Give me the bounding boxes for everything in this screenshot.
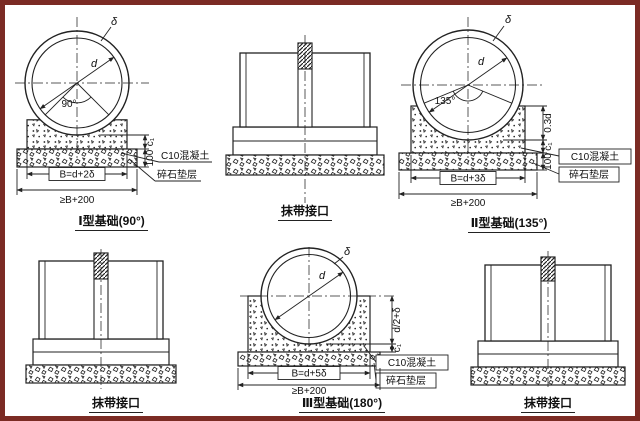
delta-leader xyxy=(100,26,112,42)
right-dimensions: d/2+δ c₁ xyxy=(326,295,403,353)
material-labels: C10混凝土 碎石垫层 xyxy=(363,345,449,389)
concrete-label: C10混凝土 xyxy=(388,356,436,369)
gravel-label: 碎石垫层 xyxy=(569,168,609,181)
bottom-dimensions: B=d+5δ ≥B+200 xyxy=(237,354,381,395)
caption-type1: Ⅰ型基础(90°) xyxy=(9,212,214,231)
caption-joint-top: 抹带接口 xyxy=(219,202,391,221)
caption-type1-text: Ⅰ型基础(90°) xyxy=(75,212,148,231)
concrete-label: C10混凝土 xyxy=(571,150,619,163)
wall-thickness-label: δ xyxy=(344,246,351,258)
wall-thickness-label: δ xyxy=(505,14,512,26)
dim-half-d-label: d/2+δ xyxy=(392,307,403,333)
wall-thickness-label: δ xyxy=(111,16,118,28)
panel-joint-top: 抹带接口 xyxy=(219,7,391,239)
joint-band xyxy=(93,252,109,340)
right-dimensions: 0.3d c₁ 100 xyxy=(503,105,554,171)
joint-left-drawing xyxy=(25,249,177,389)
bedding-angle-label: 135° xyxy=(435,96,456,107)
dim-total-label: ≥B+200 xyxy=(451,198,486,209)
panel-type1-foundation: d δ 90° c₁ 100 C10混凝土 xyxy=(9,7,214,239)
dim-total-label: ≥B+200 xyxy=(292,386,327,395)
pipe-diameter-label: d xyxy=(319,270,326,282)
type2-drawing: d δ 135° 0.3d c₁ 100 xyxy=(398,14,632,209)
pipe-diameter-label: d xyxy=(478,56,485,68)
panel-joint-left: 抹带接口 xyxy=(21,245,211,415)
panel-type3-foundation: d δ d/2+δ c₁ C10混凝土 碎石垫层 xyxy=(226,243,458,415)
panel-joint-right: 抹带接口 xyxy=(463,245,633,415)
caption-joint-right: 抹带接口 xyxy=(463,394,633,413)
right-dimensions: c₁ 100 xyxy=(101,134,156,168)
material-labels: C10混凝土 碎石垫层 xyxy=(120,149,212,182)
caption-joint-right-text: 抹带接口 xyxy=(520,394,575,413)
gravel-label: 碎石垫层 xyxy=(157,168,197,181)
dim-b-label: B=d+3δ xyxy=(450,174,485,185)
dim-03d-label: 0.3d xyxy=(543,113,554,132)
type3-drawing: d δ d/2+δ c₁ C10混凝土 碎石垫层 xyxy=(237,246,449,395)
caption-joint-left: 抹带接口 xyxy=(21,394,211,413)
bedding-angle-135: 135° xyxy=(423,84,513,107)
material-labels: C10混凝土 碎石垫层 xyxy=(520,147,632,183)
dim-c1-label: c₁ xyxy=(392,343,403,352)
bedding-angle-90: 90° xyxy=(44,82,110,116)
bedding-angle-label: 90° xyxy=(61,99,76,110)
bottom-dimensions: B=d+3δ ≥B+200 xyxy=(398,155,538,209)
gravel-label: 碎石垫层 xyxy=(386,374,426,387)
caption-joint-left-text: 抹带接口 xyxy=(88,394,143,413)
joint-right-drawing xyxy=(470,251,626,389)
dim-b-label: B=d+5δ xyxy=(291,369,326,380)
type1-drawing: d δ 90° c₁ 100 C10混凝土 xyxy=(15,16,212,206)
dim-total-label: ≥B+200 xyxy=(60,195,95,206)
caption-type3-text: Ⅲ型基础(180°) xyxy=(298,394,386,413)
panel-type2-foundation: d δ 135° 0.3d c₁ 100 xyxy=(385,7,633,241)
delta-leader xyxy=(492,25,505,42)
bottom-dimensions: B=d+2δ ≥B+200 xyxy=(16,151,138,206)
dim-100-label: 100 xyxy=(145,149,156,166)
caption-type2-text: Ⅱ型基础(135°) xyxy=(467,214,551,233)
caption-type3: Ⅲ型基础(180°) xyxy=(226,394,458,413)
dim-b-label: B=d+2δ xyxy=(59,170,94,181)
dim-c1-label: c₁ xyxy=(145,137,156,146)
pipe-diameter-label: d xyxy=(91,58,98,70)
dim-100-label: 100 xyxy=(543,153,554,170)
caption-joint-top-text: 抹带接口 xyxy=(277,202,332,221)
delta-leader xyxy=(333,256,344,265)
concrete-label: C10混凝土 xyxy=(161,149,209,162)
caption-type2: Ⅱ型基础(135°) xyxy=(385,214,633,233)
joint-band xyxy=(540,256,556,342)
joint-top-drawing xyxy=(225,35,385,203)
dim-c1-label: c₁ xyxy=(543,142,554,151)
diameter-dim-line xyxy=(274,271,344,321)
